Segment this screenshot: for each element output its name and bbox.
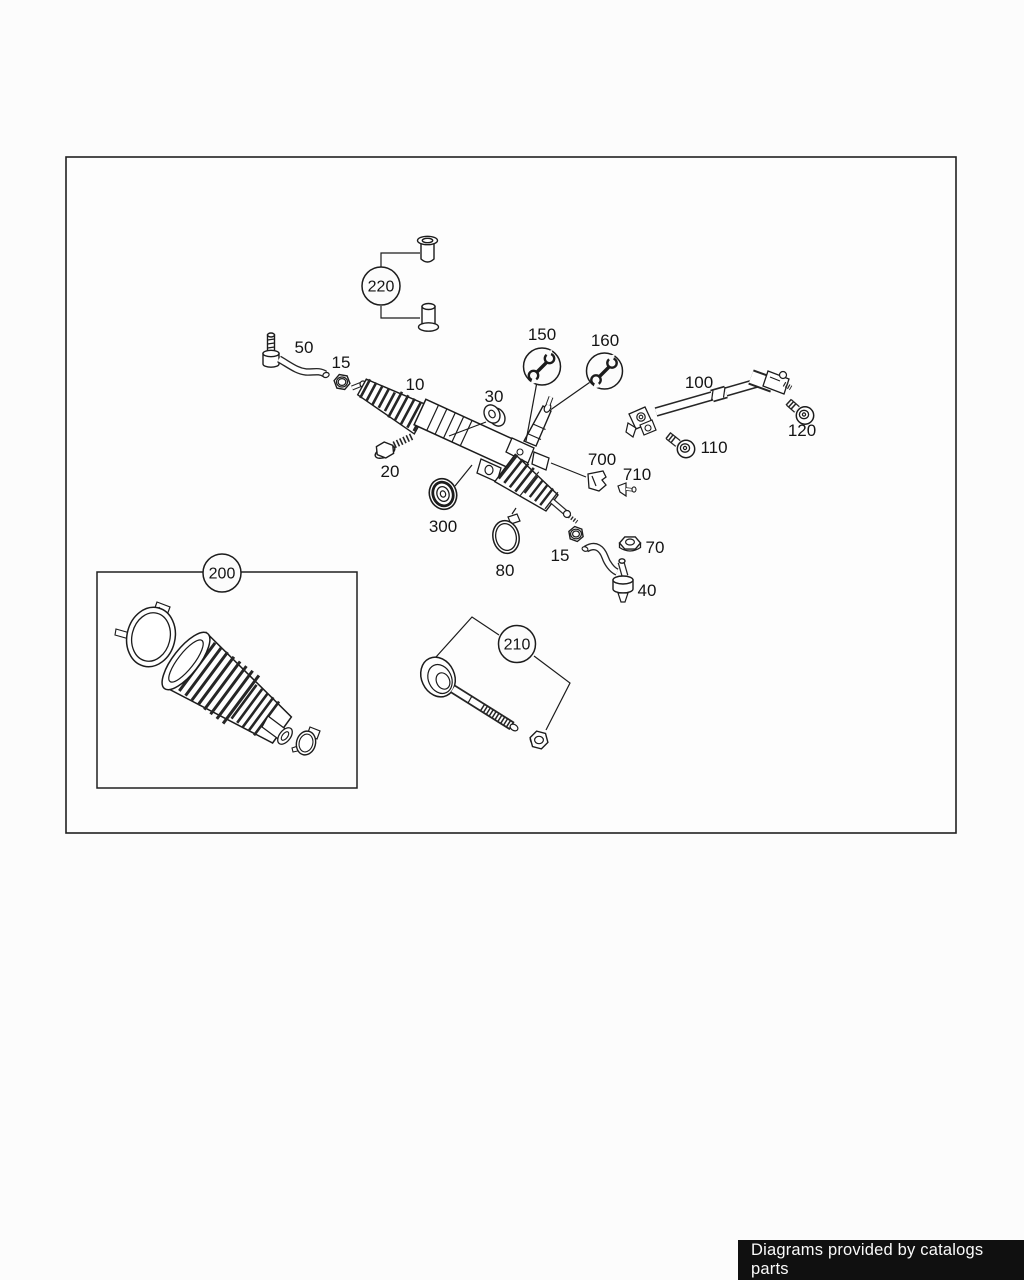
part-label-50: 50 bbox=[295, 338, 314, 357]
part-10-steering-gear bbox=[356, 378, 579, 524]
part-label-30: 30 bbox=[485, 387, 504, 406]
part-label-10: 10 bbox=[406, 375, 425, 394]
part-label-20: 20 bbox=[381, 462, 400, 481]
callout-circle-200 bbox=[202, 553, 242, 593]
part-120-bolt bbox=[785, 398, 815, 425]
part-group-220-bushings: 220 bbox=[361, 235, 440, 332]
part-20-bolt bbox=[374, 433, 414, 459]
part-label-15-right: 15 bbox=[551, 546, 570, 565]
wrench-icon bbox=[527, 350, 556, 384]
part-label-300: 300 bbox=[429, 517, 457, 536]
part-label-160: 160 bbox=[591, 331, 619, 350]
part-70-nut bbox=[618, 536, 642, 552]
part-15-right-nut bbox=[568, 525, 584, 543]
callout-label-210: 210 bbox=[504, 637, 531, 654]
part-label-710: 710 bbox=[623, 465, 651, 484]
part-label-80: 80 bbox=[496, 561, 515, 580]
callout-circle-220 bbox=[361, 266, 401, 306]
callout-160-wrench bbox=[550, 352, 624, 410]
part-40-tie-rod-end bbox=[581, 542, 634, 603]
attribution-bar: Diagrams provided by catalogs parts bbox=[738, 1240, 1024, 1280]
part-label-150: 150 bbox=[528, 325, 556, 344]
part-label-120: 120 bbox=[788, 421, 816, 440]
part-label-700: 700 bbox=[588, 450, 616, 469]
callout-label-200: 200 bbox=[209, 566, 236, 583]
part-label-110: 110 bbox=[700, 438, 727, 457]
part-710-plug bbox=[617, 482, 637, 498]
callout-label-220: 220 bbox=[368, 279, 395, 296]
wrench-icon bbox=[590, 354, 618, 389]
callout-circle-210 bbox=[497, 624, 537, 664]
part-label-40: 40 bbox=[638, 581, 657, 600]
part-labels: 50 15 10 30 150 160 100 120 110 20 700 7… bbox=[295, 325, 817, 600]
diagram-frame bbox=[65, 156, 957, 834]
part-80-clamp bbox=[492, 507, 521, 555]
callout-150-wrench bbox=[522, 347, 562, 442]
part-100-steering-shaft bbox=[625, 369, 793, 438]
part-30-washer bbox=[448, 404, 506, 437]
attribution-text: Diagrams provided by catalogs parts bbox=[751, 1241, 984, 1278]
part-15-left-nut bbox=[333, 373, 367, 391]
part-group-200-boot-kit: 200 bbox=[96, 553, 358, 789]
part-110-bolt bbox=[664, 431, 696, 459]
part-label-100: 100 bbox=[685, 373, 713, 392]
part-label-15-left: 15 bbox=[332, 353, 351, 372]
part-300-bushing bbox=[428, 464, 473, 511]
part-group-210-inner-tie-rod: 210 bbox=[419, 616, 571, 750]
part-label-70: 70 bbox=[646, 538, 665, 557]
part-50-tie-rod-end bbox=[262, 332, 330, 379]
part-700-bracket bbox=[550, 462, 607, 492]
